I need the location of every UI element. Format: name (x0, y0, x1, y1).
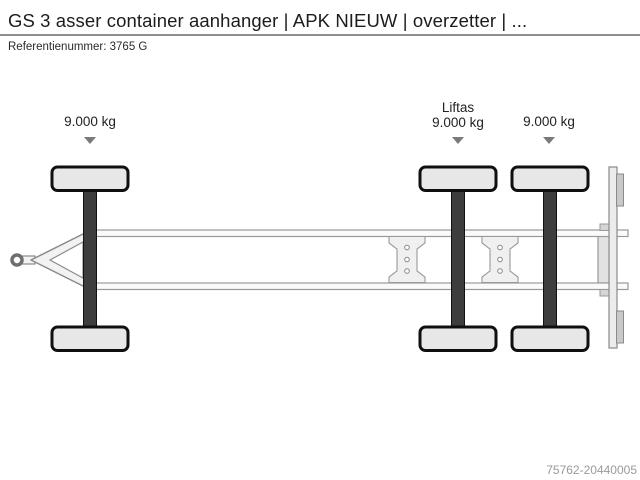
crossmember-ibeam-1 (388, 235, 426, 284)
axle-bar-lift (451, 171, 465, 347)
title-divider (0, 34, 640, 36)
axle-bar-rear (543, 171, 557, 347)
down-arrow-icon (84, 137, 96, 144)
down-arrow-icon (452, 137, 464, 144)
tire-front-right (50, 325, 130, 352)
tire-lift-left (418, 165, 498, 192)
tire-lift-right (418, 325, 498, 352)
rear-bumper-bar (608, 166, 618, 349)
drawbar-a-frame (20, 230, 90, 290)
hitch-eye (10, 253, 24, 267)
reference-line: Referentienummer: 3765 G (8, 41, 147, 53)
lift-axle-name-label: Liftas (441, 100, 475, 115)
lift-axle-label-block: Liftas 9.000 kg (432, 100, 484, 130)
rear-hinge-bottom (616, 310, 624, 344)
tire-rear-left (510, 165, 590, 192)
lift-axle-load-label: 9.000 kg (432, 114, 484, 130)
rear-hinge-top (616, 173, 624, 207)
listing-title: GS 3 asser container aanhanger | APK NIE… (8, 10, 528, 31)
reference-value: 3765 G (109, 41, 148, 53)
down-arrow-icon (543, 137, 555, 144)
axle-bar-front (83, 171, 97, 347)
reference-label: Referentienummer: (8, 41, 107, 53)
image-watermark-number: 75762-20440005 (546, 463, 637, 477)
tire-front-left (50, 165, 130, 192)
rear-axle-load-label: 9.000 kg (523, 114, 575, 129)
crossmember-ibeam-2 (481, 235, 519, 284)
front-axle-load-label: 9.000 kg (64, 114, 116, 129)
tire-rear-right (510, 325, 590, 352)
